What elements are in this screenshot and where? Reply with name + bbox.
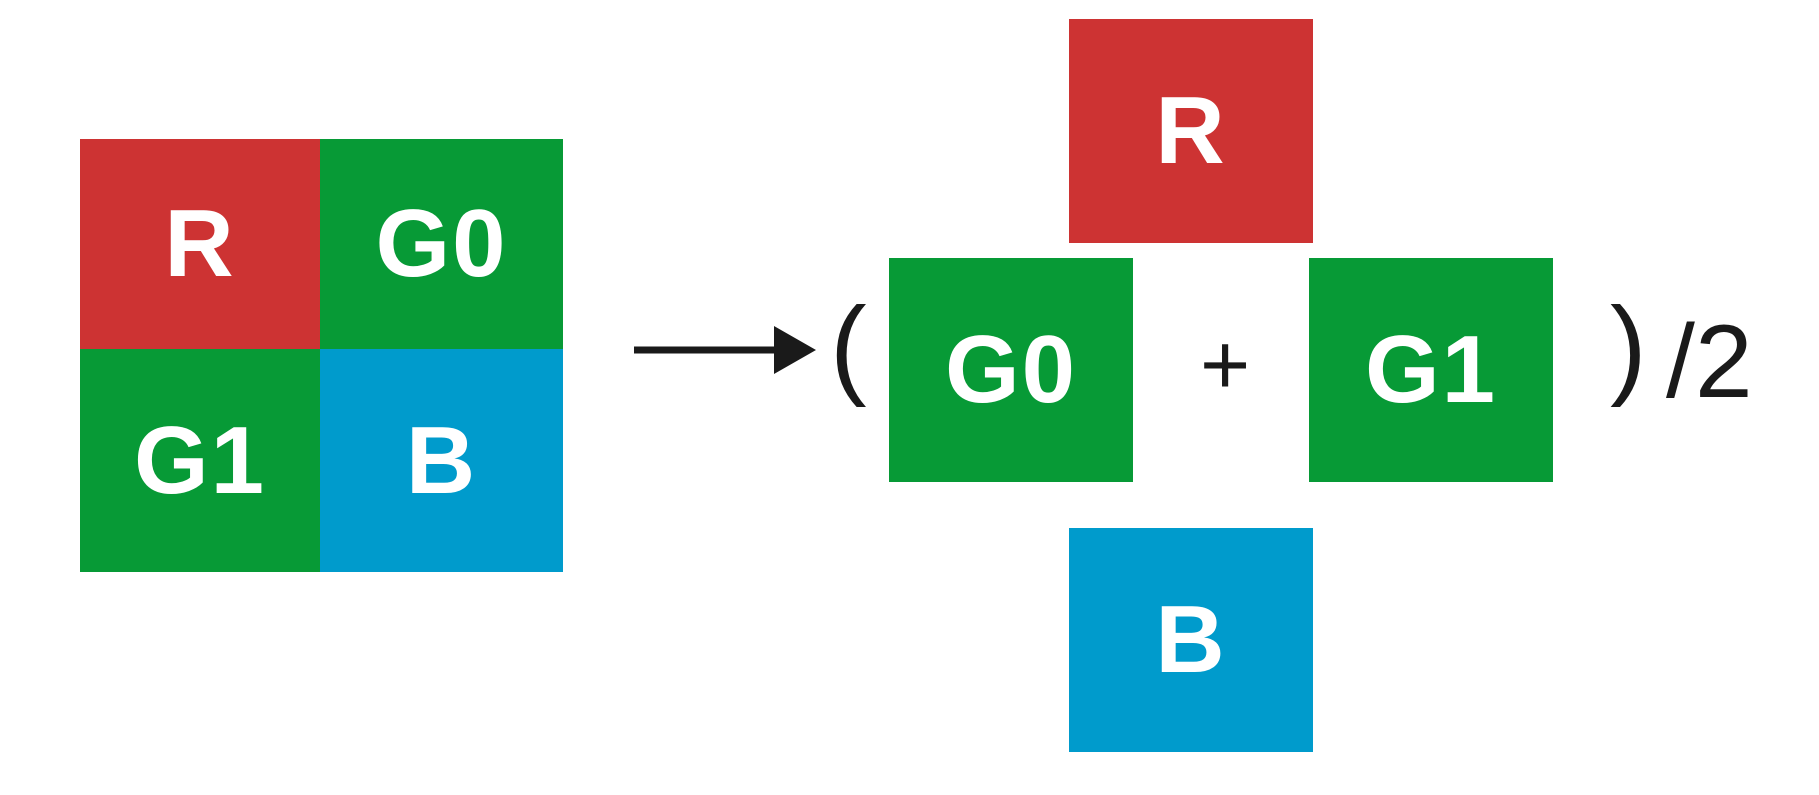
bayer-cell-r-label: R (164, 190, 236, 297)
bayer-cell-g0-label: G0 (375, 190, 508, 297)
divide-by-two: /2 (1666, 304, 1753, 420)
bayer-cell-b-label: B (405, 406, 478, 514)
formula-cell-r: R (1069, 19, 1313, 243)
formula-cell-g0: G0 (889, 258, 1133, 482)
bayer-cell-g1: G1 (80, 349, 320, 572)
close-paren: ) (1610, 285, 1647, 408)
formula-cell-r-label: R (1155, 77, 1227, 184)
bayer-cell-g0: G0 (320, 139, 563, 349)
formula-cell-g1-label: G1 (1364, 316, 1498, 423)
right-arrow-icon (634, 326, 816, 374)
plus-sign: + (1200, 317, 1251, 413)
formula-cell-g1: G1 (1309, 258, 1553, 482)
formula-cell-b-label: B (1155, 586, 1227, 693)
bayer-cell-g1-label: G1 (133, 406, 267, 514)
open-paren: ( (830, 285, 867, 408)
formula-cell-g0-label: G0 (944, 316, 1078, 423)
bayer-cell-b: B (320, 349, 563, 572)
formula-cell-b: B (1069, 528, 1313, 752)
bayer-cell-r: R (80, 139, 320, 349)
